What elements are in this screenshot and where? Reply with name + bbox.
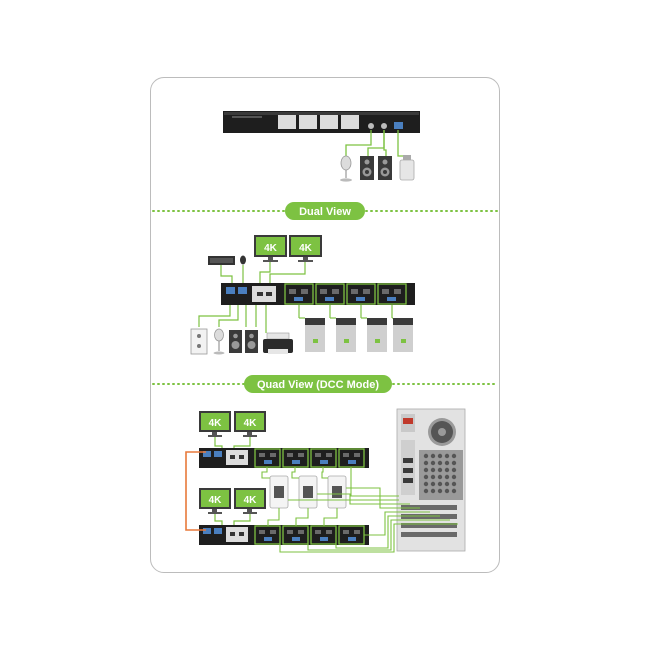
quad-view-setup: 4K 4K [185, 408, 466, 553]
usb-drive-icon [399, 155, 415, 181]
monitor-4k-badge: 4K [299, 243, 313, 254]
monitor-4k-badge: 4K [209, 418, 223, 429]
monitor-icon: 4K [234, 411, 266, 437]
pc-tower-icon [393, 318, 413, 352]
speaker-icon [229, 330, 242, 353]
monitor-icon: 4K [199, 411, 231, 437]
power-adapter-icon [269, 475, 289, 509]
keyboard-icon [208, 256, 235, 265]
dual-view-setup: 4K 4K [190, 235, 415, 355]
monitor-icon: 4K [234, 488, 266, 514]
monitor-4k-badge: 4K [264, 243, 278, 254]
mouse-icon [240, 255, 246, 265]
monitor-4k-badge: 4K [209, 495, 223, 506]
monitor-4k-badge: 4K [244, 418, 258, 429]
pc-tower-icon [305, 318, 325, 352]
power-adapter-icon [298, 475, 318, 509]
power-adapter-icon [327, 475, 347, 509]
monitor-icon: 4K [199, 488, 231, 514]
dual-view-label: Dual View [299, 206, 351, 218]
speaker-icon [360, 156, 374, 180]
microphone-icon [340, 155, 352, 182]
pc-tower-icon [367, 318, 387, 352]
quad-view-label: Quad View (DCC Mode) [257, 379, 379, 391]
kvm-rear-panel-lower [199, 525, 369, 545]
speaker-icon [245, 330, 258, 353]
top-cables [345, 130, 407, 157]
kvm-rear-panel [221, 283, 415, 305]
printer-icon [263, 332, 293, 354]
dual-view-divider: Dual View [152, 202, 498, 220]
monitor-icon: 4K [289, 235, 322, 262]
quad-view-divider: Quad View (DCC Mode) [152, 375, 498, 393]
kvm-rear-panel-upper [199, 448, 369, 468]
pc-tower-icon [336, 318, 356, 352]
speaker-icon [378, 156, 392, 180]
kvm-front-panel [223, 111, 420, 133]
dcc-link-cable [185, 451, 206, 531]
pc-port-groups [284, 283, 407, 305]
monitor-4k-badge: 4K [244, 495, 258, 506]
microphone-icon [213, 328, 225, 355]
power-outlet-icon [190, 328, 208, 355]
monitor-icon: 4K [254, 235, 287, 262]
desktop-tower-icon [396, 408, 466, 552]
